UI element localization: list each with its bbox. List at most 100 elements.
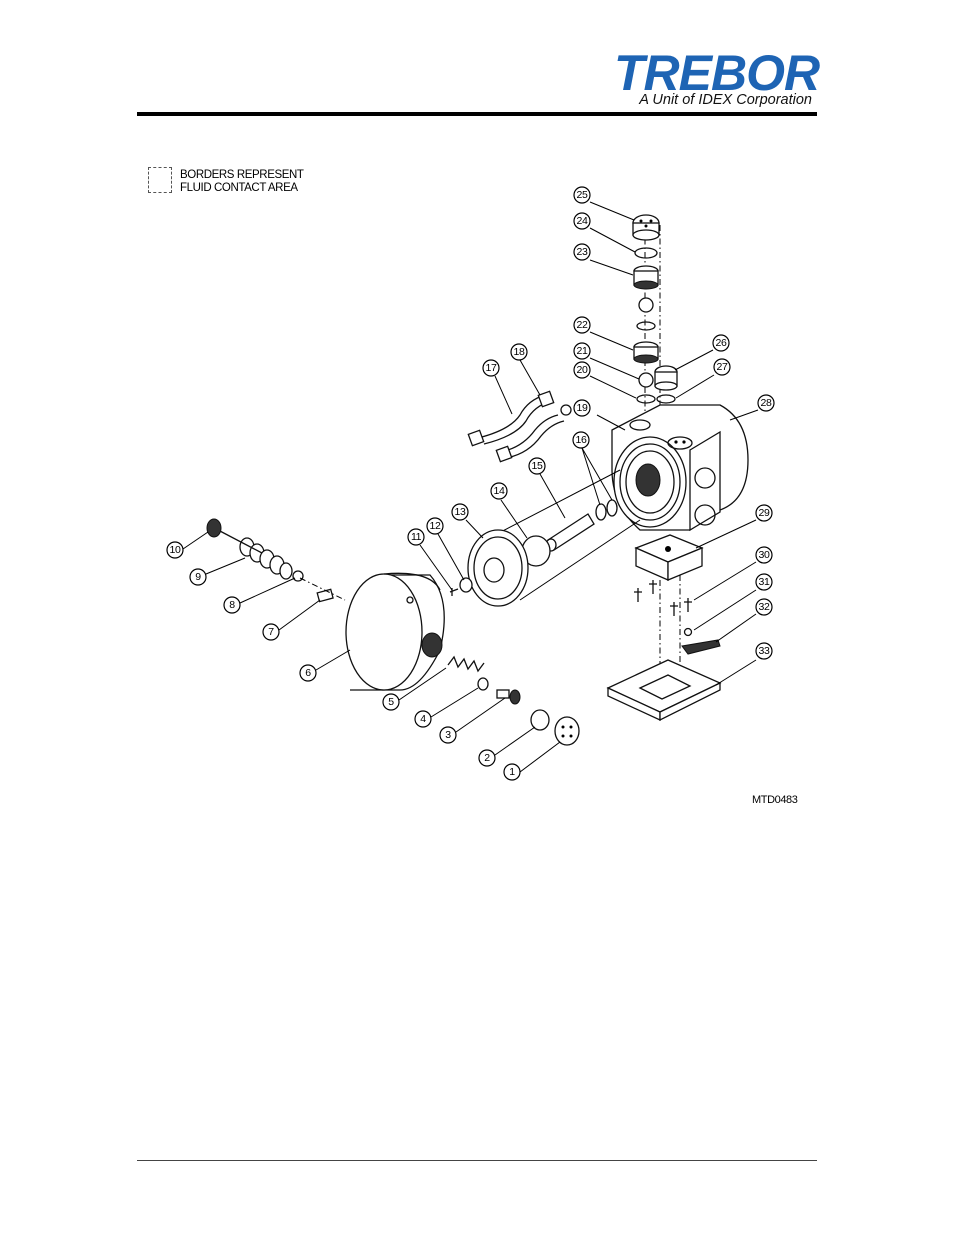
callout-7: 7 xyxy=(262,623,280,641)
callout-26: 26 xyxy=(712,334,730,352)
svg-text:29: 29 xyxy=(759,507,770,519)
callout-1: 1 xyxy=(503,763,521,781)
callout-4: 4 xyxy=(414,710,432,728)
svg-text:8: 8 xyxy=(229,599,235,611)
callout-5: 5 xyxy=(382,693,400,711)
legend-swatch xyxy=(148,167,172,193)
svg-text:24: 24 xyxy=(577,215,588,227)
callout-20: 20 xyxy=(573,361,591,379)
part-6-air-chamber xyxy=(345,572,445,691)
part-8-nut xyxy=(292,570,304,582)
part-33-base xyxy=(606,659,722,722)
leader-lines xyxy=(182,201,759,773)
callout-28: 28 xyxy=(757,394,775,412)
part-25-cap xyxy=(632,214,660,241)
part-2-oring xyxy=(530,709,550,731)
callout-13: 13 xyxy=(451,503,469,521)
callout-17: 17 xyxy=(482,359,500,377)
svg-text:17: 17 xyxy=(486,362,497,374)
part-3-valve xyxy=(496,689,521,705)
logo-tagline: A Unit of IDEX Corporation xyxy=(639,92,812,108)
callout-10: 10 xyxy=(166,541,184,559)
svg-text:15: 15 xyxy=(532,460,543,472)
svg-text:11: 11 xyxy=(411,531,422,543)
callout-23: 23 xyxy=(573,243,591,261)
svg-text:19: 19 xyxy=(577,402,588,414)
svg-text:6: 6 xyxy=(305,667,311,679)
part-16-oring-b xyxy=(606,499,618,517)
svg-text:1: 1 xyxy=(509,766,515,778)
callout-27: 27 xyxy=(713,358,731,376)
logo-stripes-icon xyxy=(608,60,660,62)
part-26-cap xyxy=(654,365,678,391)
callout-33: 33 xyxy=(755,642,773,660)
svg-text:18: 18 xyxy=(514,346,525,358)
svg-text:31: 31 xyxy=(759,576,770,588)
part-16-oring-a xyxy=(595,503,607,521)
callout-19: 19 xyxy=(573,399,591,417)
callout-9: 9 xyxy=(189,568,207,586)
svg-text:14: 14 xyxy=(494,485,505,497)
part-28-body xyxy=(611,404,749,532)
logo-brand: TREBOR xyxy=(614,45,820,101)
header-rule xyxy=(137,112,817,116)
callout-31: 31 xyxy=(755,573,773,591)
svg-text:12: 12 xyxy=(430,520,441,532)
part-17-18-hoses xyxy=(467,390,572,463)
callout-6: 6 xyxy=(299,664,317,682)
part-24-oring xyxy=(634,247,658,259)
callout-24: 24 xyxy=(573,212,591,230)
svg-text:28: 28 xyxy=(761,397,772,409)
callout-14: 14 xyxy=(490,482,508,500)
svg-text:25: 25 xyxy=(577,189,588,201)
part-1-cap xyxy=(554,716,580,746)
svg-text:23: 23 xyxy=(577,246,588,258)
svg-text:21: 21 xyxy=(577,345,588,357)
part-13-diaphragm xyxy=(467,529,529,607)
drawing-number: MTD0483 xyxy=(752,794,798,806)
part-9-spool xyxy=(239,537,293,580)
part-23-valve xyxy=(633,265,659,290)
svg-text:27: 27 xyxy=(717,361,728,373)
part-4-oring xyxy=(477,677,489,691)
callout-30: 30 xyxy=(755,546,773,564)
part-10-shaft xyxy=(206,518,263,554)
part-29-bracket xyxy=(634,534,704,581)
svg-text:10: 10 xyxy=(170,544,181,556)
svg-text:13: 13 xyxy=(455,506,466,518)
part-31-nut xyxy=(683,627,693,637)
callout-8: 8 xyxy=(223,596,241,614)
footer-rule xyxy=(137,1160,817,1161)
callout-22: 22 xyxy=(573,316,591,334)
callout-18: 18 xyxy=(510,343,528,361)
svg-text:3: 3 xyxy=(445,729,451,741)
svg-text:5: 5 xyxy=(388,696,394,708)
part-21-ball xyxy=(638,372,654,388)
callout-2: 2 xyxy=(478,749,496,767)
svg-text:22: 22 xyxy=(577,319,588,331)
callout-29: 29 xyxy=(755,504,773,522)
part-5-spring xyxy=(447,655,485,673)
part-32-handle xyxy=(681,639,721,655)
svg-text:2: 2 xyxy=(484,752,490,764)
svg-text:16: 16 xyxy=(576,434,587,446)
svg-text:26: 26 xyxy=(716,337,727,349)
callout-21: 21 xyxy=(573,342,591,360)
svg-text:9: 9 xyxy=(195,571,201,583)
part-22-valve xyxy=(633,341,659,364)
callout-32: 32 xyxy=(755,598,773,616)
callout-3: 3 xyxy=(439,726,457,744)
callout-15: 15 xyxy=(528,457,546,475)
svg-text:4: 4 xyxy=(420,713,426,725)
svg-text:20: 20 xyxy=(577,364,588,376)
svg-text:7: 7 xyxy=(268,626,274,638)
part-27-oring xyxy=(656,394,676,404)
part-20-oring xyxy=(636,394,656,404)
callout-16: 16 xyxy=(572,431,590,449)
callout-12: 12 xyxy=(426,517,444,535)
part-30-screws xyxy=(634,580,692,616)
part-12-washer xyxy=(459,577,473,593)
trebor-logo: TREBOR A Unit of IDEX Corporation xyxy=(600,48,820,114)
svg-text:32: 32 xyxy=(759,601,770,613)
